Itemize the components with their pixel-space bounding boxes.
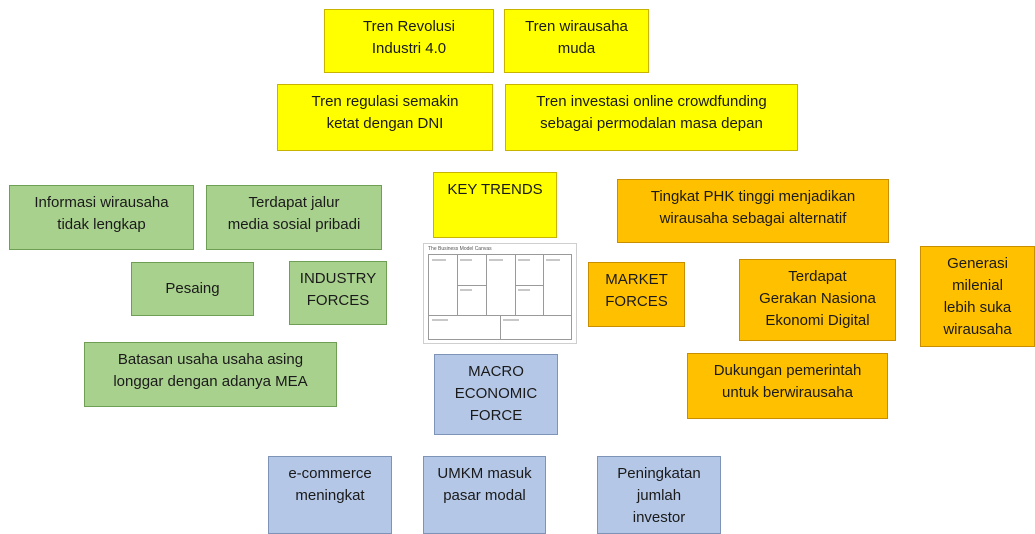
business-model-canvas-thumbnail: The Business Model Canvas — [423, 243, 577, 344]
market-box-generasi-milenial: Generasi milenial lebih suka wirausaha — [920, 246, 1035, 347]
trend-box-wirausaha-muda: Tren wirausaha muda — [504, 9, 649, 73]
canvas-grid — [428, 254, 572, 340]
key-trends-label: KEY TRENDS — [433, 172, 557, 238]
canvas-title: The Business Model Canvas — [428, 246, 492, 252]
industry-box-pesaing: Pesaing — [131, 262, 254, 316]
market-box-gerakan-nasional-ekonomi-digital: Terdapat Gerakan Nasiona Ekonomi Digital — [739, 259, 896, 341]
industry-box-jalur-media-sosial: Terdapat jalur media sosial pribadi — [206, 185, 382, 250]
market-forces-label: MARKET FORCES — [588, 262, 685, 327]
macro-box-peningkatan-investor: Peningkatan jumlah investor — [597, 456, 721, 534]
macro-box-umkm-pasar-modal: UMKM masuk pasar modal — [423, 456, 546, 534]
industry-forces-label: INDUSTRY FORCES — [289, 261, 387, 325]
trend-box-revolusi-industri: Tren Revolusi Industri 4.0 — [324, 9, 494, 73]
macro-economic-force-label: MACRO ECONOMIC FORCE — [434, 354, 558, 435]
industry-box-batasan-usaha-mea: Batasan usaha usaha asing longgar dengan… — [84, 342, 337, 407]
market-box-dukungan-pemerintah: Dukungan pemerintah untuk berwirausaha — [687, 353, 888, 419]
industry-box-informasi-wirausaha: Informasi wirausaha tidak lengkap — [9, 185, 194, 250]
macro-box-ecommerce-meningkat: e-commerce meningkat — [268, 456, 392, 534]
trend-box-regulasi-dni: Tren regulasi semakin ketat dengan DNI — [277, 84, 493, 151]
trend-box-investasi-crowdfunding: Tren investasi online crowdfunding sebag… — [505, 84, 798, 151]
market-box-tingkat-phk: Tingkat PHK tinggi menjadikan wirausaha … — [617, 179, 889, 243]
